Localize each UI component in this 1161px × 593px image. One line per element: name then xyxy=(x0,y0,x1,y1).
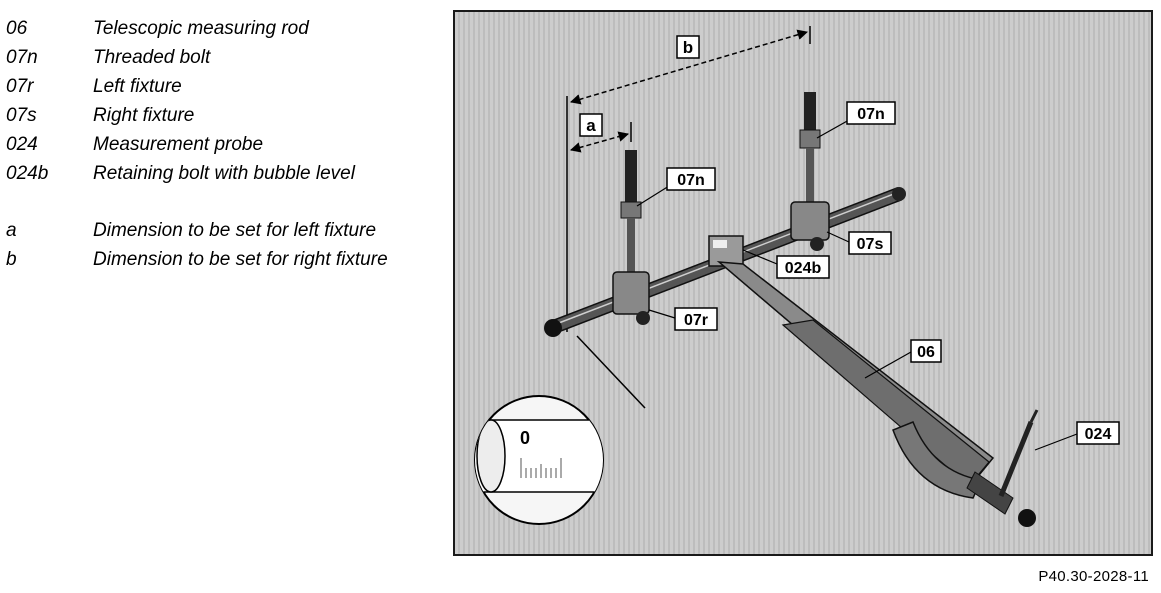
magnifier-leader xyxy=(576,335,646,409)
legend-code: 07s xyxy=(6,105,37,126)
legend-desc: Threaded bolt xyxy=(93,47,211,68)
tool-illustration: b a xyxy=(453,10,1153,556)
fixture-knob xyxy=(810,237,824,251)
bar-end-cap xyxy=(544,319,562,337)
legend-code: 06 xyxy=(6,18,28,39)
leader-line xyxy=(636,185,670,207)
scale-ticks xyxy=(520,458,562,478)
legend-desc: Measurement probe xyxy=(93,134,264,155)
magnifier-content xyxy=(475,419,603,493)
leader-line xyxy=(648,309,676,319)
legend-desc: Left fixture xyxy=(93,76,182,97)
measurement-probe xyxy=(998,421,1034,497)
right-fixture xyxy=(790,201,830,241)
threaded-bolt-nut xyxy=(620,201,642,219)
callout-06: 06 xyxy=(917,344,935,361)
legend-desc: Dimension to be set for right fixture xyxy=(93,249,388,270)
legend-desc: Retaining bolt with bubble level xyxy=(93,163,355,184)
threaded-bolt-right xyxy=(804,92,816,138)
fixture-knob xyxy=(636,311,650,325)
scale-zero-label: 0 xyxy=(520,428,530,448)
legend-desc: Telescopic measuring rod xyxy=(93,18,309,39)
rod-end xyxy=(966,471,1014,515)
leader-line xyxy=(816,119,850,139)
callout-024: 024 xyxy=(1085,426,1112,443)
dimension-a-arrow xyxy=(569,131,630,153)
figure-reference: P40.30-2028-11 xyxy=(1038,568,1149,585)
legend-code: 024 xyxy=(6,134,38,155)
legend-desc: Dimension to be set for left fixture xyxy=(93,220,377,241)
callout-box-07r xyxy=(674,307,718,331)
callout-box-024b xyxy=(776,255,830,279)
legend-code: 024b xyxy=(6,163,49,184)
callout-box-a xyxy=(579,113,603,137)
leader-line xyxy=(864,351,912,379)
callout-box-024 xyxy=(1076,421,1120,445)
bubble-level xyxy=(713,240,727,248)
bar-end-cap xyxy=(892,187,906,201)
magnified-bar-end xyxy=(476,419,506,493)
callout-box-07n-left xyxy=(666,167,716,191)
leader-line xyxy=(742,249,778,265)
tool-diagram: b a xyxy=(453,10,1153,556)
legend-code: a xyxy=(6,220,17,241)
callout-box-b xyxy=(676,35,700,59)
dimension-b-arrow xyxy=(569,29,809,105)
callout-07n-left: 07n xyxy=(677,172,705,189)
left-fixture xyxy=(612,271,650,315)
threaded-bolt-nut xyxy=(799,129,821,149)
legend-code: b xyxy=(6,249,17,270)
callout-box-06 xyxy=(910,339,942,363)
callout-07s: 07s xyxy=(857,236,884,253)
callout-07r: 07r xyxy=(684,312,708,329)
callout-box-07s xyxy=(848,231,892,255)
legend-desc: Right fixture xyxy=(93,105,195,126)
callout-024b: 024b xyxy=(785,260,822,277)
callout-a: a xyxy=(586,116,596,135)
fixture-post-right xyxy=(806,148,814,208)
fixture-post-left xyxy=(627,218,635,278)
callout-box-07n-right xyxy=(846,101,896,125)
legend-code: 07r xyxy=(6,76,34,97)
threaded-bolt-left xyxy=(625,150,637,210)
callout-b: b xyxy=(683,38,693,57)
leader-line xyxy=(1034,433,1078,451)
legend-code: 07n xyxy=(6,47,38,68)
leader-line xyxy=(826,231,850,243)
rod-end-cap xyxy=(1018,509,1036,527)
probe-tip xyxy=(1029,409,1039,423)
callout-07n-right: 07n xyxy=(857,106,885,123)
